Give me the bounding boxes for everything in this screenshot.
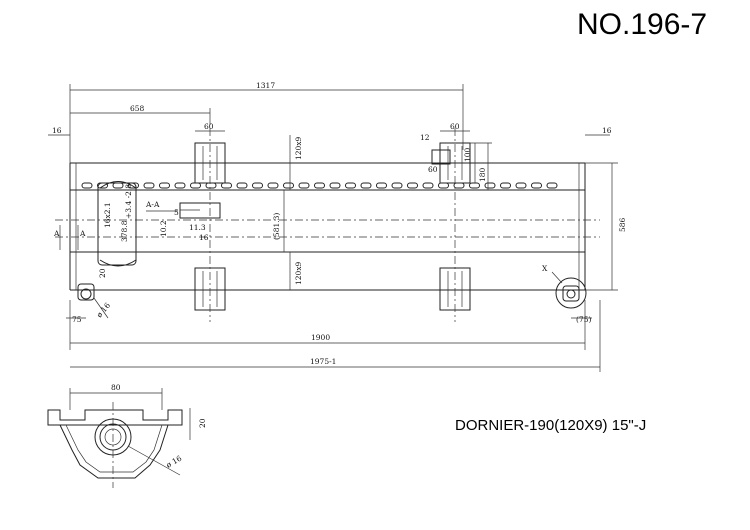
dim-120x9-lower: 120x9 [294, 261, 303, 285]
dim-1317: 1317 [256, 81, 275, 90]
dim-581: (581.3) [272, 213, 281, 240]
flange-slot [484, 182, 496, 189]
dim-60-left: 60 [204, 122, 214, 131]
flange-slot [360, 182, 372, 189]
left-bolt-hole [80, 288, 92, 300]
dim-16-left: 16 [52, 126, 62, 135]
flange-slot [453, 182, 465, 189]
flange-slot [407, 182, 418, 189]
flange-slot [252, 182, 263, 189]
dim-100: 100 [463, 147, 472, 162]
left-end-fitting-bottom-curve [99, 259, 137, 267]
dim-5: 5 [174, 208, 179, 217]
flange-slot [112, 182, 124, 189]
detail-dim-80: 80 [111, 383, 121, 392]
cut-label-a-left: A [53, 229, 60, 238]
flange-slot [391, 182, 403, 189]
dim-120x9-upper: 120x9 [294, 136, 303, 160]
flange-slot [143, 182, 155, 189]
left-end-bolt [77, 283, 109, 319]
flange-slot [469, 182, 480, 189]
right-bolt-hole [566, 289, 576, 299]
dim-11-3: 11.3 [189, 223, 206, 232]
dia-16-left: ø 16 [95, 301, 113, 320]
flange-slot [236, 182, 248, 189]
flange-slot [422, 182, 434, 189]
flange-slot [159, 182, 170, 189]
dim-12: 12 [420, 133, 430, 142]
right-end-detail-x [551, 271, 587, 309]
dim-16-right: 16 [602, 126, 612, 135]
detail-label-x: X [542, 264, 548, 273]
flange-slot [283, 182, 294, 189]
dim-16x2: 16x2.1 [103, 202, 112, 228]
section-aa-label: A-A [145, 200, 160, 209]
dim-60-small: 60 [428, 165, 438, 174]
detail-dim-20: 20 [198, 418, 207, 428]
main-view [55, 128, 600, 322]
flange-slot [376, 182, 387, 189]
dim-378: 378.8 [120, 220, 129, 242]
right-detail-circle [555, 277, 587, 309]
flange-slot [546, 182, 558, 189]
dim-75-right: (75) [576, 315, 591, 324]
drawing-number: NO.196-7 [577, 8, 707, 41]
dim-10-2: 10.2 [159, 220, 168, 237]
flange-slot [174, 182, 186, 189]
flange-slot [205, 182, 217, 189]
flange-slot [81, 182, 93, 189]
cut-label-a-right: A [79, 229, 86, 238]
dim-20-left: 20 [98, 268, 107, 278]
left-end-fitting-top-curve [99, 181, 137, 189]
flange-slot [314, 182, 325, 189]
dim-75-left: 75 [72, 315, 82, 324]
flange-slot [298, 182, 310, 189]
detail-view-x: 80 20 ø 16 [47, 383, 207, 488]
detail-body [59, 424, 169, 479]
flange-slot [531, 182, 542, 189]
dimension-lines [48, 84, 618, 372]
flange-slot [345, 182, 356, 189]
flange-slot [515, 182, 527, 189]
right-bolt-head [562, 285, 580, 302]
detail-dia-16: ø 16 [165, 454, 184, 470]
dim-658: 658 [130, 104, 145, 113]
dim-1975: 1975-1 [310, 357, 336, 366]
slot-row [81, 182, 558, 189]
dim-16-section: 16 [199, 233, 209, 242]
flange-slot [329, 182, 341, 189]
dim-60-right: 60 [450, 122, 460, 131]
flange-slot [500, 182, 511, 189]
dimension-labels: 1317 658 16 16 60 60 12 60 100 180 120x9… [52, 81, 627, 366]
flange-slot [267, 182, 279, 189]
flange-slot [221, 182, 232, 189]
detail-body-inner [65, 424, 163, 473]
dim-1900: 1900 [311, 333, 330, 342]
detail-flange [47, 409, 183, 426]
dim-586: 586 [618, 217, 627, 232]
left-end-fitting [97, 182, 137, 266]
dim-378-tolerance: +3.4 -2.8 [124, 184, 133, 219]
drawing-caption: DORNIER-190(120X9) 15"-J [455, 417, 646, 434]
right-detail-leader [551, 271, 563, 284]
section-aa-detail [179, 202, 221, 219]
flange-slot [438, 182, 449, 189]
left-bolt-leader [93, 297, 109, 319]
right-tab-detail [431, 149, 451, 165]
dim-180: 180 [478, 167, 487, 182]
flange-slot [190, 182, 201, 189]
left-bolt-head [77, 283, 95, 301]
detail-dia16-leader [127, 445, 181, 476]
